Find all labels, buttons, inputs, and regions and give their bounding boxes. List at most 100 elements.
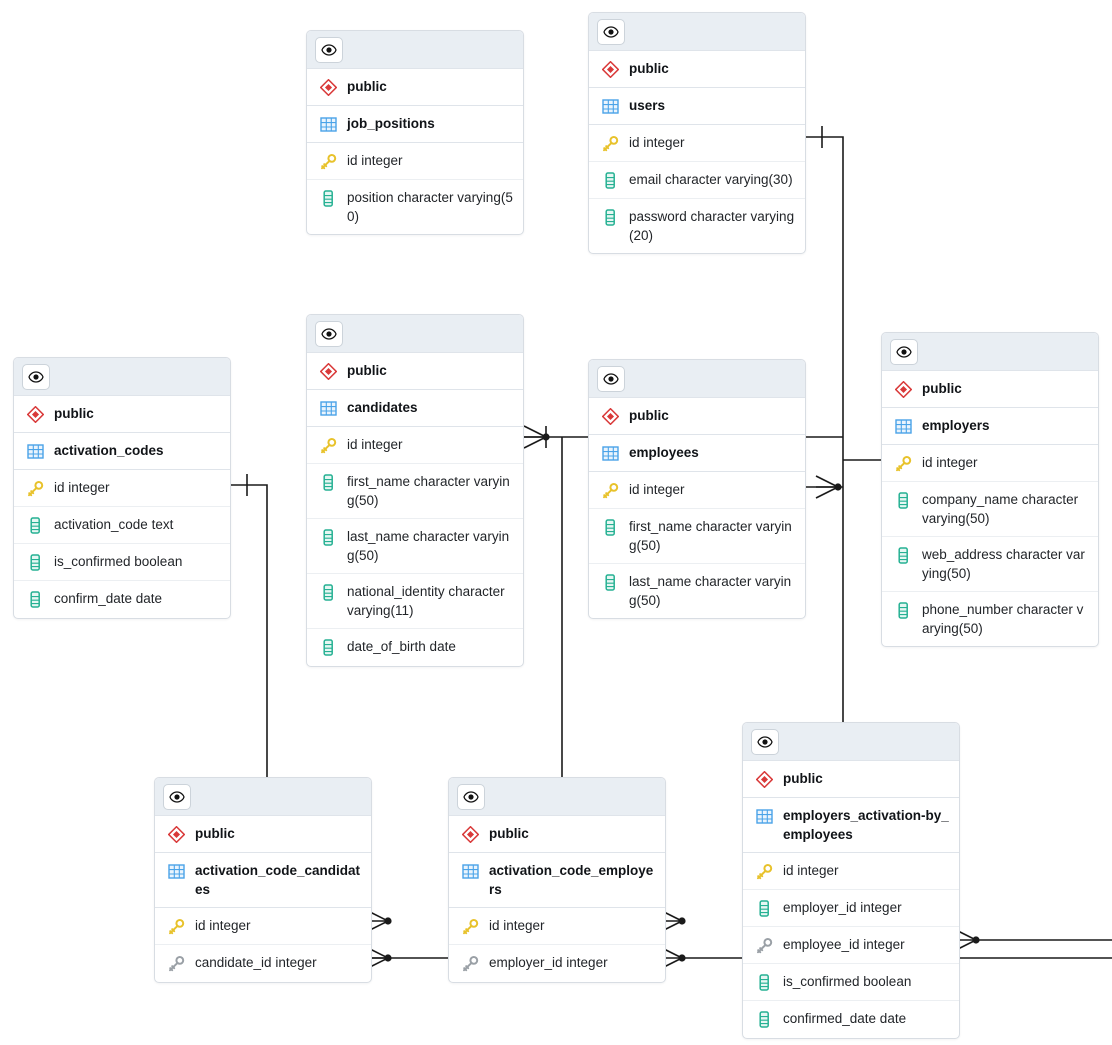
column-row[interactable]: is_confirmed boolean bbox=[14, 544, 230, 581]
column-row[interactable]: id integer bbox=[307, 427, 523, 464]
column-row[interactable]: id integer bbox=[743, 853, 959, 890]
column-row[interactable]: id integer bbox=[155, 908, 371, 945]
table-node-activation-codes[interactable]: public activation_codes id integer activ… bbox=[13, 357, 231, 619]
eye-toggle-button[interactable] bbox=[597, 365, 625, 392]
table-node-employers-activation-by-employees[interactable]: public employers_activation-by_employees… bbox=[742, 722, 960, 1039]
eye-toggle-button[interactable] bbox=[890, 338, 918, 365]
column-label: id integer bbox=[783, 863, 839, 878]
schema-row: public bbox=[14, 396, 230, 433]
schema-diamond-icon bbox=[754, 770, 774, 789]
table-name-label: employers_activation-by_employees bbox=[783, 808, 949, 842]
primary-key-icon bbox=[166, 917, 186, 936]
column-row[interactable]: confirmed_date date bbox=[743, 1001, 959, 1038]
column-icon bbox=[600, 518, 620, 537]
column-label: employer_id integer bbox=[489, 955, 608, 970]
table-name-row: employers bbox=[882, 408, 1098, 445]
column-row[interactable]: activation_code text bbox=[14, 507, 230, 544]
column-row[interactable]: position character varying(50) bbox=[307, 180, 523, 234]
column-row[interactable]: id integer bbox=[14, 470, 230, 507]
column-row[interactable]: id integer bbox=[449, 908, 665, 945]
node-header bbox=[882, 333, 1098, 371]
edge-activation-codes-to-code-employers bbox=[267, 946, 1112, 970]
table-name-row: employees bbox=[589, 435, 805, 472]
eye-toggle-button[interactable] bbox=[315, 36, 343, 63]
node-header bbox=[307, 315, 523, 353]
column-row[interactable]: web_address character varying(50) bbox=[882, 537, 1098, 592]
table-node-activation-code-candidates[interactable]: public activation_code_candidates id int… bbox=[154, 777, 372, 983]
column-label: first_name character varying(50) bbox=[629, 519, 792, 553]
eye-toggle-button[interactable] bbox=[457, 783, 485, 810]
schema-row: public bbox=[307, 353, 523, 390]
schema-label: public bbox=[629, 408, 669, 423]
column-icon bbox=[754, 899, 774, 918]
table-name-row: activation_codes bbox=[14, 433, 230, 470]
schema-label: public bbox=[629, 61, 669, 76]
column-row[interactable]: id integer bbox=[882, 445, 1098, 482]
column-row[interactable]: last_name character varying(50) bbox=[307, 519, 523, 574]
schema-diamond-icon bbox=[893, 380, 913, 399]
schema-label: public bbox=[783, 771, 823, 786]
table-node-job-positions[interactable]: public job_positions id integer position… bbox=[306, 30, 524, 235]
primary-key-icon bbox=[25, 479, 45, 498]
table-grid-icon bbox=[600, 97, 620, 116]
table-name-label: activation_codes bbox=[54, 443, 164, 458]
table-grid-icon bbox=[318, 399, 338, 418]
column-label: phone_number character varying(50) bbox=[922, 602, 1084, 636]
table-grid-icon bbox=[893, 417, 913, 436]
column-row[interactable]: last_name character varying(50) bbox=[589, 564, 805, 618]
schema-label: public bbox=[489, 826, 529, 841]
table-grid-icon bbox=[166, 862, 186, 881]
schema-diamond-icon bbox=[25, 405, 45, 424]
eye-toggle-button[interactable] bbox=[597, 18, 625, 45]
column-icon bbox=[318, 638, 338, 657]
schema-label: public bbox=[54, 406, 94, 421]
primary-key-icon bbox=[318, 152, 338, 171]
table-name-label: employees bbox=[629, 445, 699, 460]
table-name-label: activation_code_employers bbox=[489, 863, 654, 897]
column-row[interactable]: first_name character varying(50) bbox=[589, 509, 805, 564]
column-label: id integer bbox=[347, 153, 403, 168]
primary-key-icon bbox=[600, 134, 620, 153]
column-row[interactable]: employer_id integer bbox=[743, 890, 959, 927]
column-row[interactable]: employee_id integer bbox=[743, 927, 959, 964]
foreign-key-icon bbox=[460, 954, 480, 973]
schema-row: public bbox=[449, 816, 665, 853]
column-label: id integer bbox=[54, 480, 110, 495]
eye-toggle-button[interactable] bbox=[751, 728, 779, 755]
column-row[interactable]: date_of_birth date bbox=[307, 629, 523, 666]
column-row[interactable]: id integer bbox=[589, 125, 805, 162]
table-node-candidates[interactable]: public candidates id integer first_name … bbox=[306, 314, 524, 667]
column-row[interactable]: is_confirmed boolean bbox=[743, 964, 959, 1001]
table-node-users[interactable]: public users id integer email character … bbox=[588, 12, 806, 254]
schema-label: public bbox=[347, 79, 387, 94]
table-node-activation-code-employers[interactable]: public activation_code_employers id inte… bbox=[448, 777, 666, 983]
column-label: position character varying(50) bbox=[347, 190, 513, 224]
primary-key-icon bbox=[318, 436, 338, 455]
table-node-employees[interactable]: public employees id integer first_name c… bbox=[588, 359, 806, 619]
column-row[interactable]: candidate_id integer bbox=[155, 945, 371, 982]
column-row[interactable]: id integer bbox=[307, 143, 523, 180]
table-grid-icon bbox=[600, 444, 620, 463]
column-label: activation_code text bbox=[54, 517, 174, 532]
schema-row: public bbox=[589, 398, 805, 435]
column-row[interactable]: confirm_date date bbox=[14, 581, 230, 618]
column-row[interactable]: id integer bbox=[589, 472, 805, 509]
eye-toggle-button[interactable] bbox=[315, 320, 343, 347]
column-row[interactable]: employer_id integer bbox=[449, 945, 665, 982]
column-row[interactable]: phone_number character varying(50) bbox=[882, 592, 1098, 646]
eye-toggle-button[interactable] bbox=[22, 363, 50, 390]
column-row[interactable]: password character varying(20) bbox=[589, 199, 805, 253]
column-row[interactable]: email character varying(30) bbox=[589, 162, 805, 199]
eye-toggle-button[interactable] bbox=[163, 783, 191, 810]
column-label: last_name character varying(50) bbox=[347, 529, 510, 563]
column-label: employee_id integer bbox=[783, 937, 905, 952]
column-icon bbox=[893, 601, 913, 620]
column-row[interactable]: national_identity character varying(11) bbox=[307, 574, 523, 629]
column-icon bbox=[25, 590, 45, 609]
table-node-employers[interactable]: public employers id integer company_name… bbox=[881, 332, 1099, 647]
foreign-key-icon bbox=[166, 954, 186, 973]
column-row[interactable]: first_name character varying(50) bbox=[307, 464, 523, 519]
column-row[interactable]: company_name character varying(50) bbox=[882, 482, 1098, 537]
node-header bbox=[14, 358, 230, 396]
node-header bbox=[743, 723, 959, 761]
